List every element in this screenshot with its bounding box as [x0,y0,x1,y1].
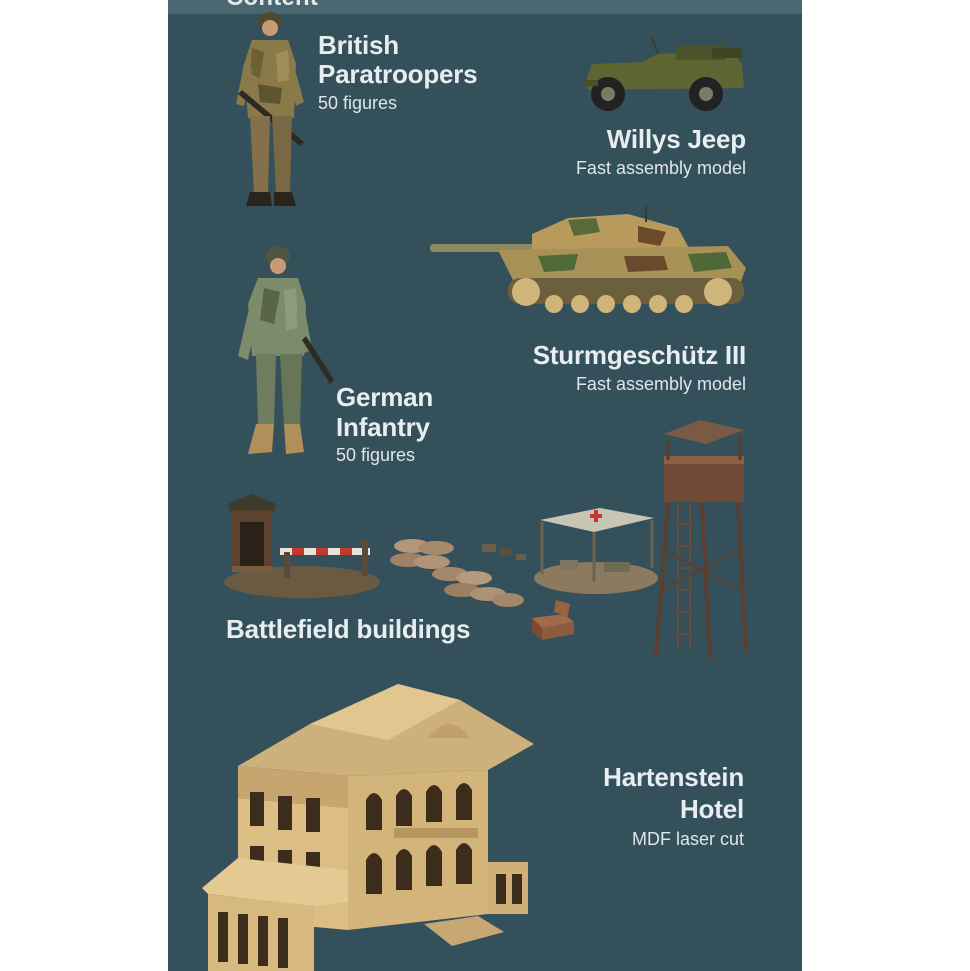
hotel-title-line1: Hartenstein [603,762,744,792]
hartenstein-hotel-image [202,684,534,971]
jeep-title: Willys Jeep [606,124,746,154]
section-heading: Content [226,0,318,12]
german-infantry-image [238,246,334,454]
watch-tower-image [654,420,748,661]
infantry-title-line1: German [336,382,434,412]
ammo-crate-image [532,600,574,640]
infantry-subtitle: 50 figures [336,445,416,465]
british-paratrooper-image [236,12,304,206]
willys-jeep-image [584,37,744,111]
sturmgeschutz-image [430,206,746,313]
paratroopers-title-line1: British [318,30,399,60]
infantry-title-line2: Infantry [336,412,430,442]
stug-title: Sturmgeschütz III [532,340,746,370]
hotel-title-line2: Hotel [679,794,744,824]
medical-tent-image [534,508,658,594]
stug-subtitle: Fast assembly model [575,374,746,394]
jeep-subtitle: Fast assembly model [575,158,746,178]
header-strip [168,0,802,14]
paratroopers-subtitle: 50 figures [318,93,398,113]
buildings-title: Battlefield buildings [226,614,471,644]
content-panel: Content British Paratroopers 50 figures [168,0,802,971]
sentry-box-image [224,494,380,598]
paratroopers-title-line2: Paratroopers [318,59,478,89]
sandbag-wall-image [390,539,526,607]
hotel-subtitle: MDF laser cut [631,829,744,849]
